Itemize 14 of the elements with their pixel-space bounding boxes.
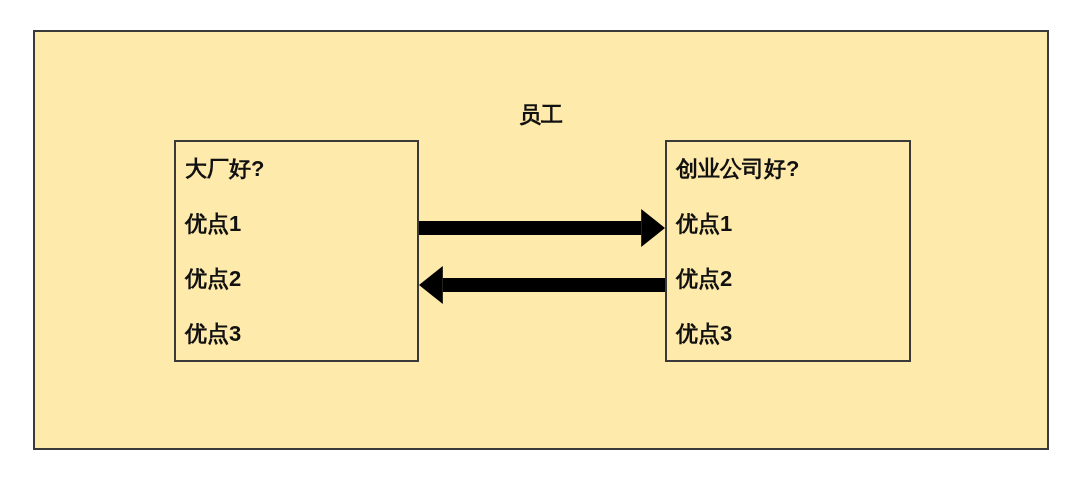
group-title: 员工 [519, 102, 563, 128]
group-box [33, 30, 1049, 450]
list-item: 优点1 [185, 211, 242, 237]
list-item: 优点3 [185, 321, 242, 347]
option-box [665, 140, 911, 362]
box-heading: 创业公司好? [676, 156, 800, 182]
list-item: 优点3 [676, 321, 733, 347]
list-item: 优点1 [676, 211, 733, 237]
list-item: 优点2 [185, 266, 242, 292]
box-heading: 大厂好? [185, 156, 265, 182]
option-box [174, 140, 419, 362]
list-item: 优点2 [676, 266, 733, 292]
arrow [419, 265, 665, 305]
arrow [419, 208, 665, 248]
